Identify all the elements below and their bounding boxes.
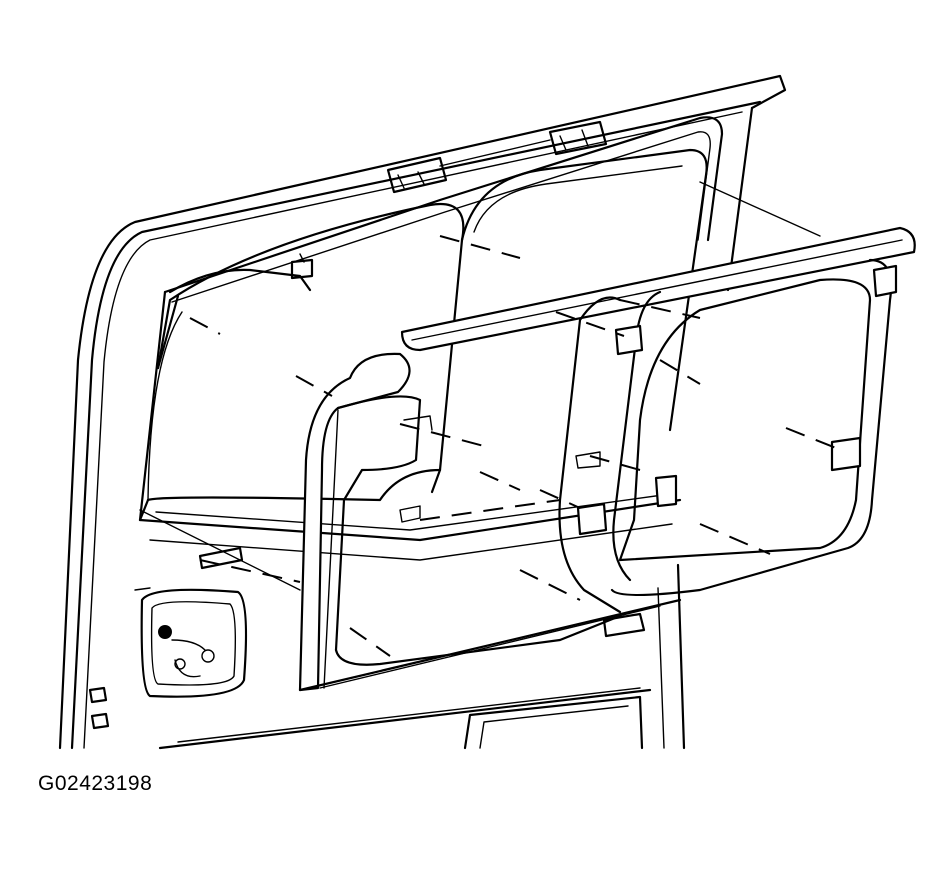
alignment-lines — [139, 181, 837, 657]
figure-code: G02423198 — [38, 772, 153, 795]
door-body — [58, 74, 787, 750]
trim-panel — [298, 226, 916, 692]
window-opening — [88, 116, 724, 730]
